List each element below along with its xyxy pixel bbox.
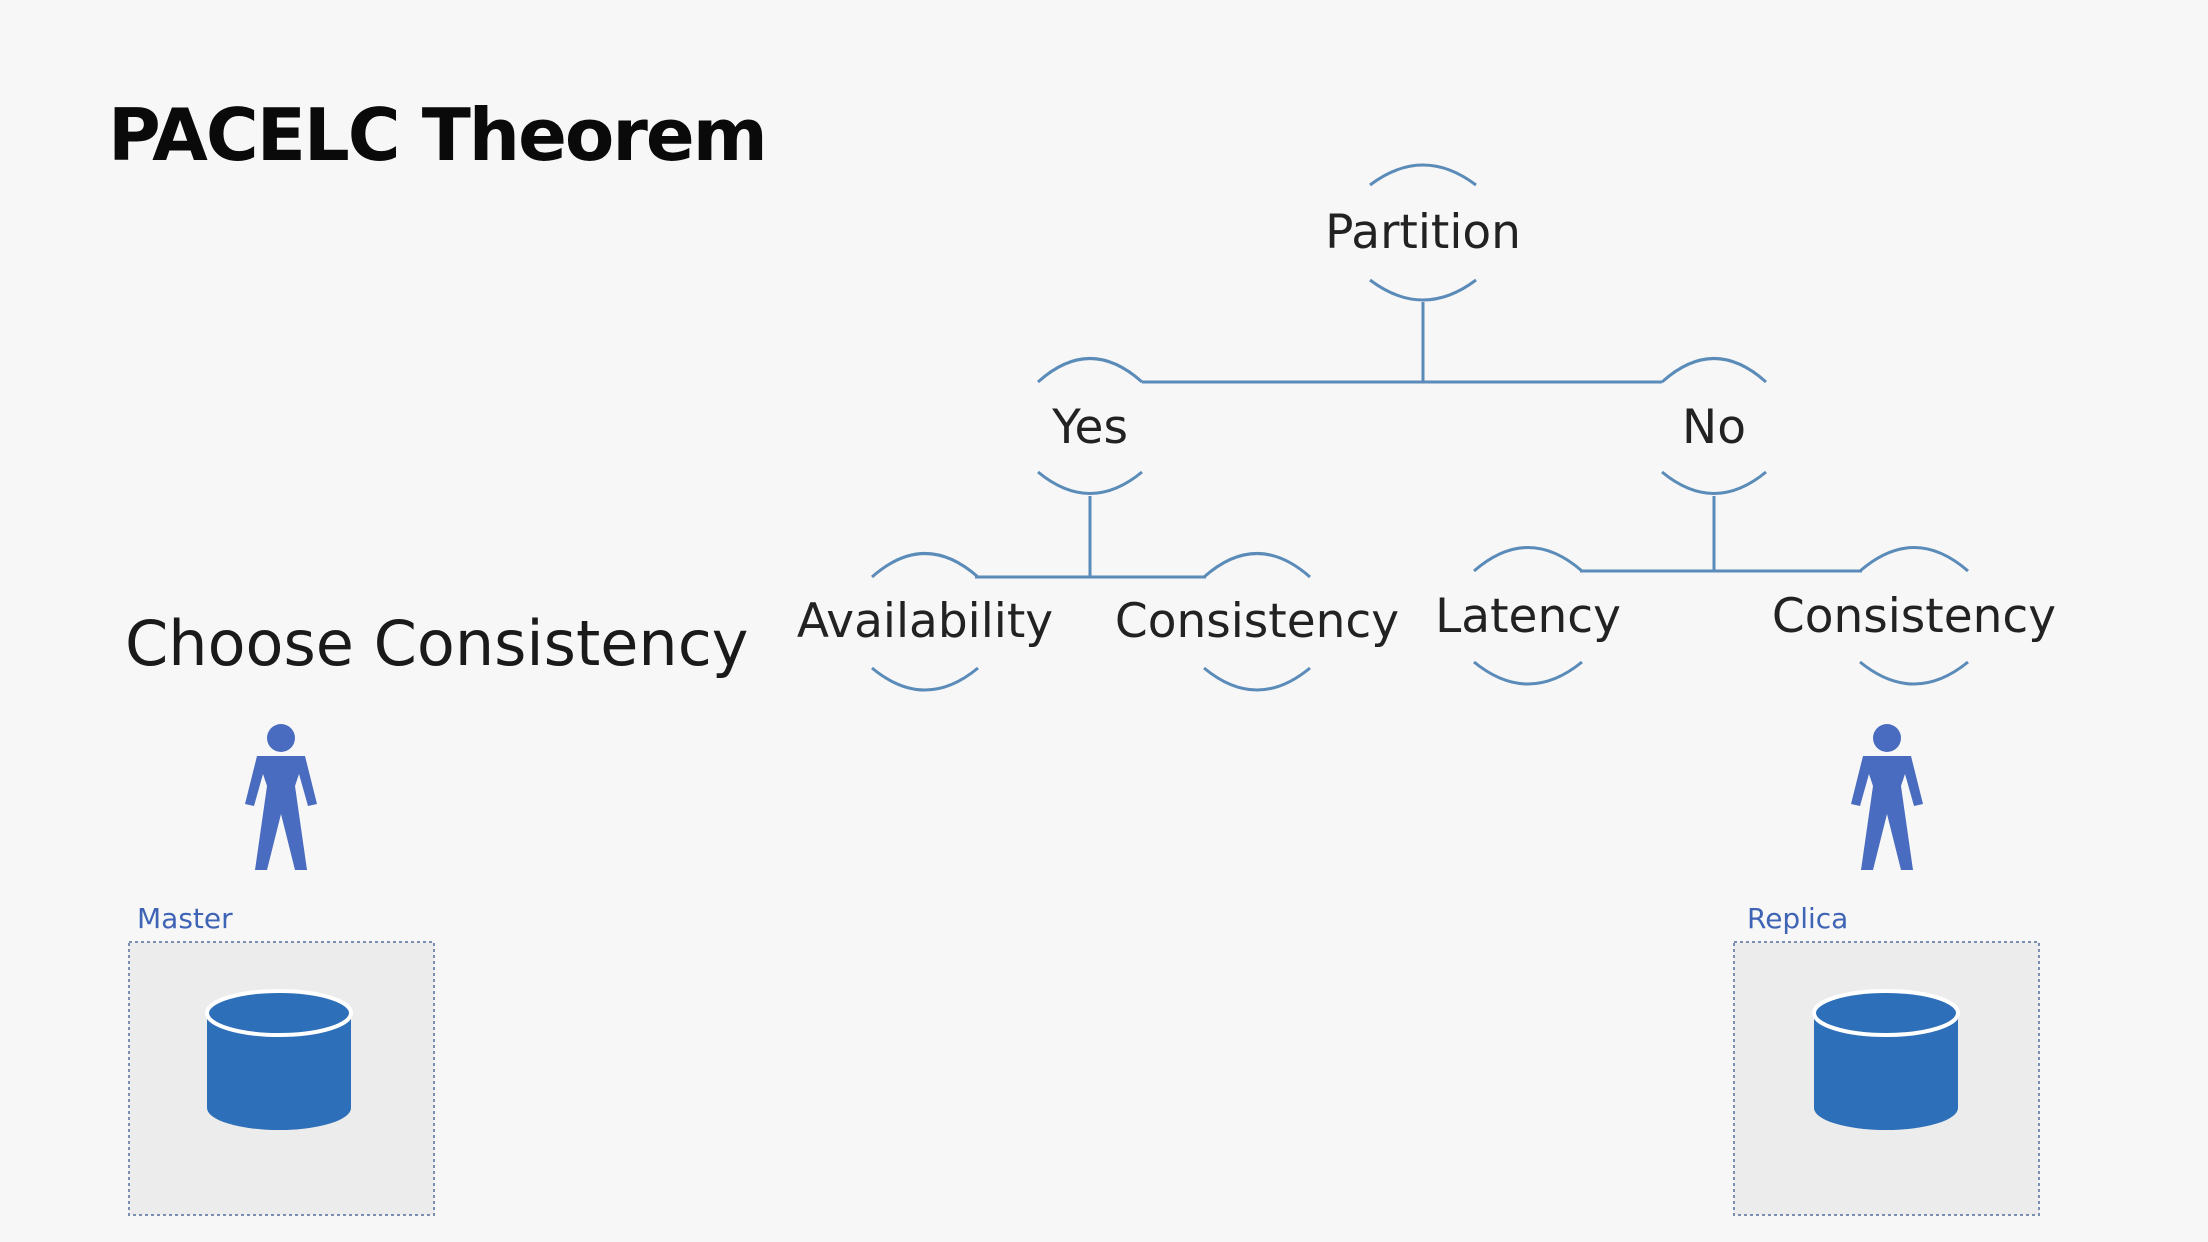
master-label: Master <box>137 902 233 935</box>
arc-yes-bottom <box>1037 470 1143 495</box>
choose-consistency-caption: Choose Consistency <box>125 607 748 680</box>
arc-availability-top <box>871 552 979 579</box>
person-icon <box>245 724 317 870</box>
node-no: No <box>1682 400 1746 455</box>
arc-yes-top <box>1036 357 1144 384</box>
node-availability: Availability <box>797 594 1053 649</box>
tree-connectors <box>975 302 1862 579</box>
node-labels: Partition Yes No Availability Consistenc… <box>797 205 2056 649</box>
arc-no-bottom <box>1661 470 1767 495</box>
node-yes: Yes <box>1051 400 1128 455</box>
arc-consistency-no-top <box>1859 546 1969 573</box>
arc-consistency-yes-top <box>1203 552 1311 579</box>
database-icon <box>205 989 353 1130</box>
arc-consistency-no-bottom <box>1859 660 1969 686</box>
slide-title: PACELC Theorem <box>108 93 766 177</box>
database-icon <box>1812 989 1960 1130</box>
arc-no-top <box>1660 357 1768 384</box>
node-arcs <box>871 163 1969 692</box>
node-partition: Partition <box>1325 205 1521 260</box>
node-latency: Latency <box>1435 589 1621 644</box>
arc-latency-bottom <box>1473 660 1583 686</box>
person-icon <box>1851 724 1923 870</box>
replica-label: Replica <box>1747 902 1848 935</box>
arc-partition-top <box>1369 163 1477 187</box>
arc-latency-top <box>1473 546 1583 573</box>
arc-availability-bottom <box>871 666 979 692</box>
node-consistency-yes: Consistency <box>1115 594 1399 649</box>
arc-consistency-yes-bottom <box>1203 666 1311 692</box>
node-consistency-no: Consistency <box>1772 589 2056 644</box>
arc-partition-bottom <box>1369 278 1477 302</box>
